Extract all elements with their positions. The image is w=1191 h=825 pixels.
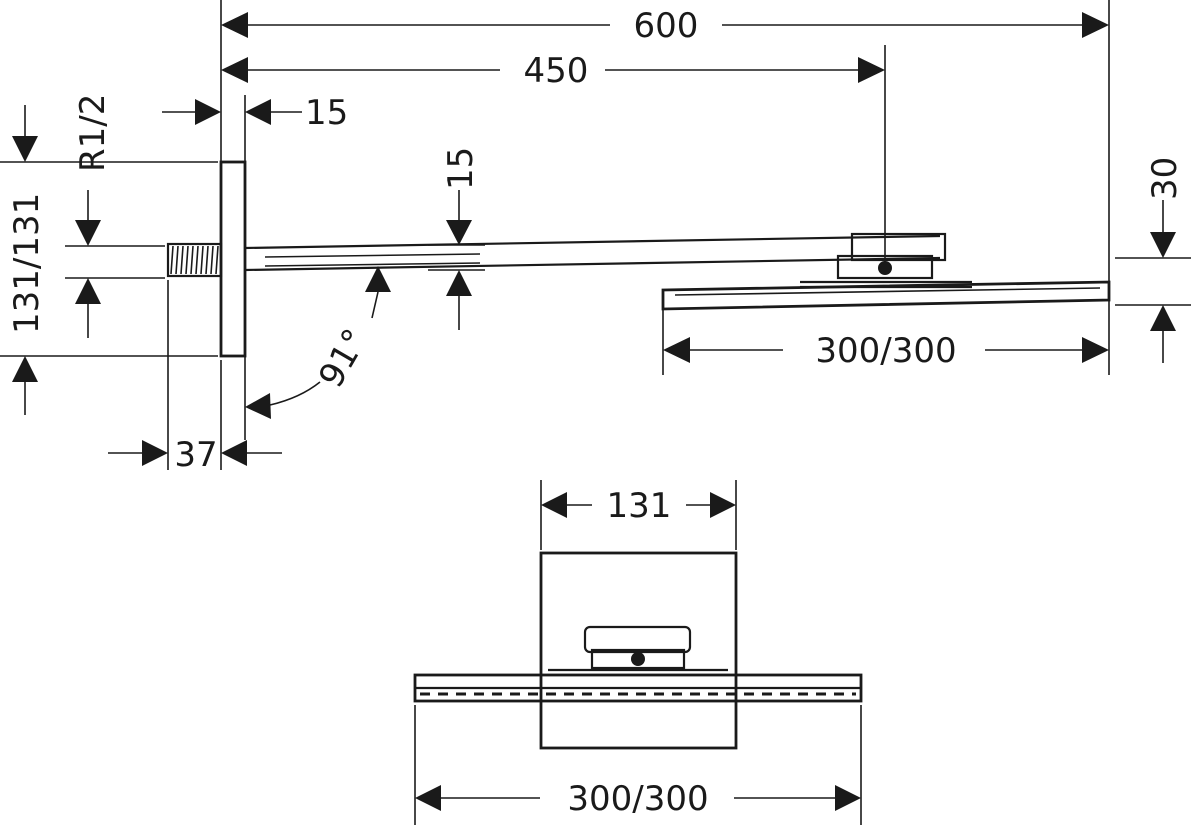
side-view [166,160,1111,358]
dim-300-front: 300/300 [415,779,861,819]
thread-label: R1/2 [73,94,113,172]
dim-connector-height [65,190,165,338]
head-drop-label: 30 [1145,157,1185,200]
wall-plate-height-label: 131/131 [7,193,47,334]
head-connector-front [548,625,728,672]
dim-450: 450 [221,51,885,91]
angle-label: 91° [311,322,376,394]
shower-head-front [413,673,863,703]
wall-plate [219,160,247,358]
dim-15-arm: 15 [428,147,485,330]
shower-arm [244,234,941,272]
dim-37: 37 [108,435,282,475]
dim-30: 30 [1115,157,1191,363]
front-dimensions: 131 300/300 [414,480,862,825]
dim-131-front: 131 [541,486,736,526]
dim-300-side: 300/300 [663,331,1109,371]
head-side-size-label: 300/300 [815,331,956,371]
dim-15-plate: 15 [162,93,348,133]
dim-15-plate-label: 15 [305,93,348,133]
dim-600-label: 600 [634,6,699,46]
wall-plate-front [539,551,738,750]
head-front-size-label: 300/300 [567,779,708,819]
front-view [413,551,863,750]
side-dimensions: 600 450 15 R1/2 [0,0,1191,475]
dim-angle: 91° [245,266,391,419]
dim-600: 600 [221,6,1109,46]
dim-thread: R1/2 [0,94,218,172]
dim-450-label: 450 [524,51,589,91]
connector-depth-label: 37 [174,435,217,475]
shower-head-side [661,280,1111,311]
threaded-connector [166,242,223,278]
plate-width-front-label: 131 [607,486,672,526]
dim-131-vertical: 131/131 [0,105,218,415]
arm-height-label: 15 [441,147,481,190]
